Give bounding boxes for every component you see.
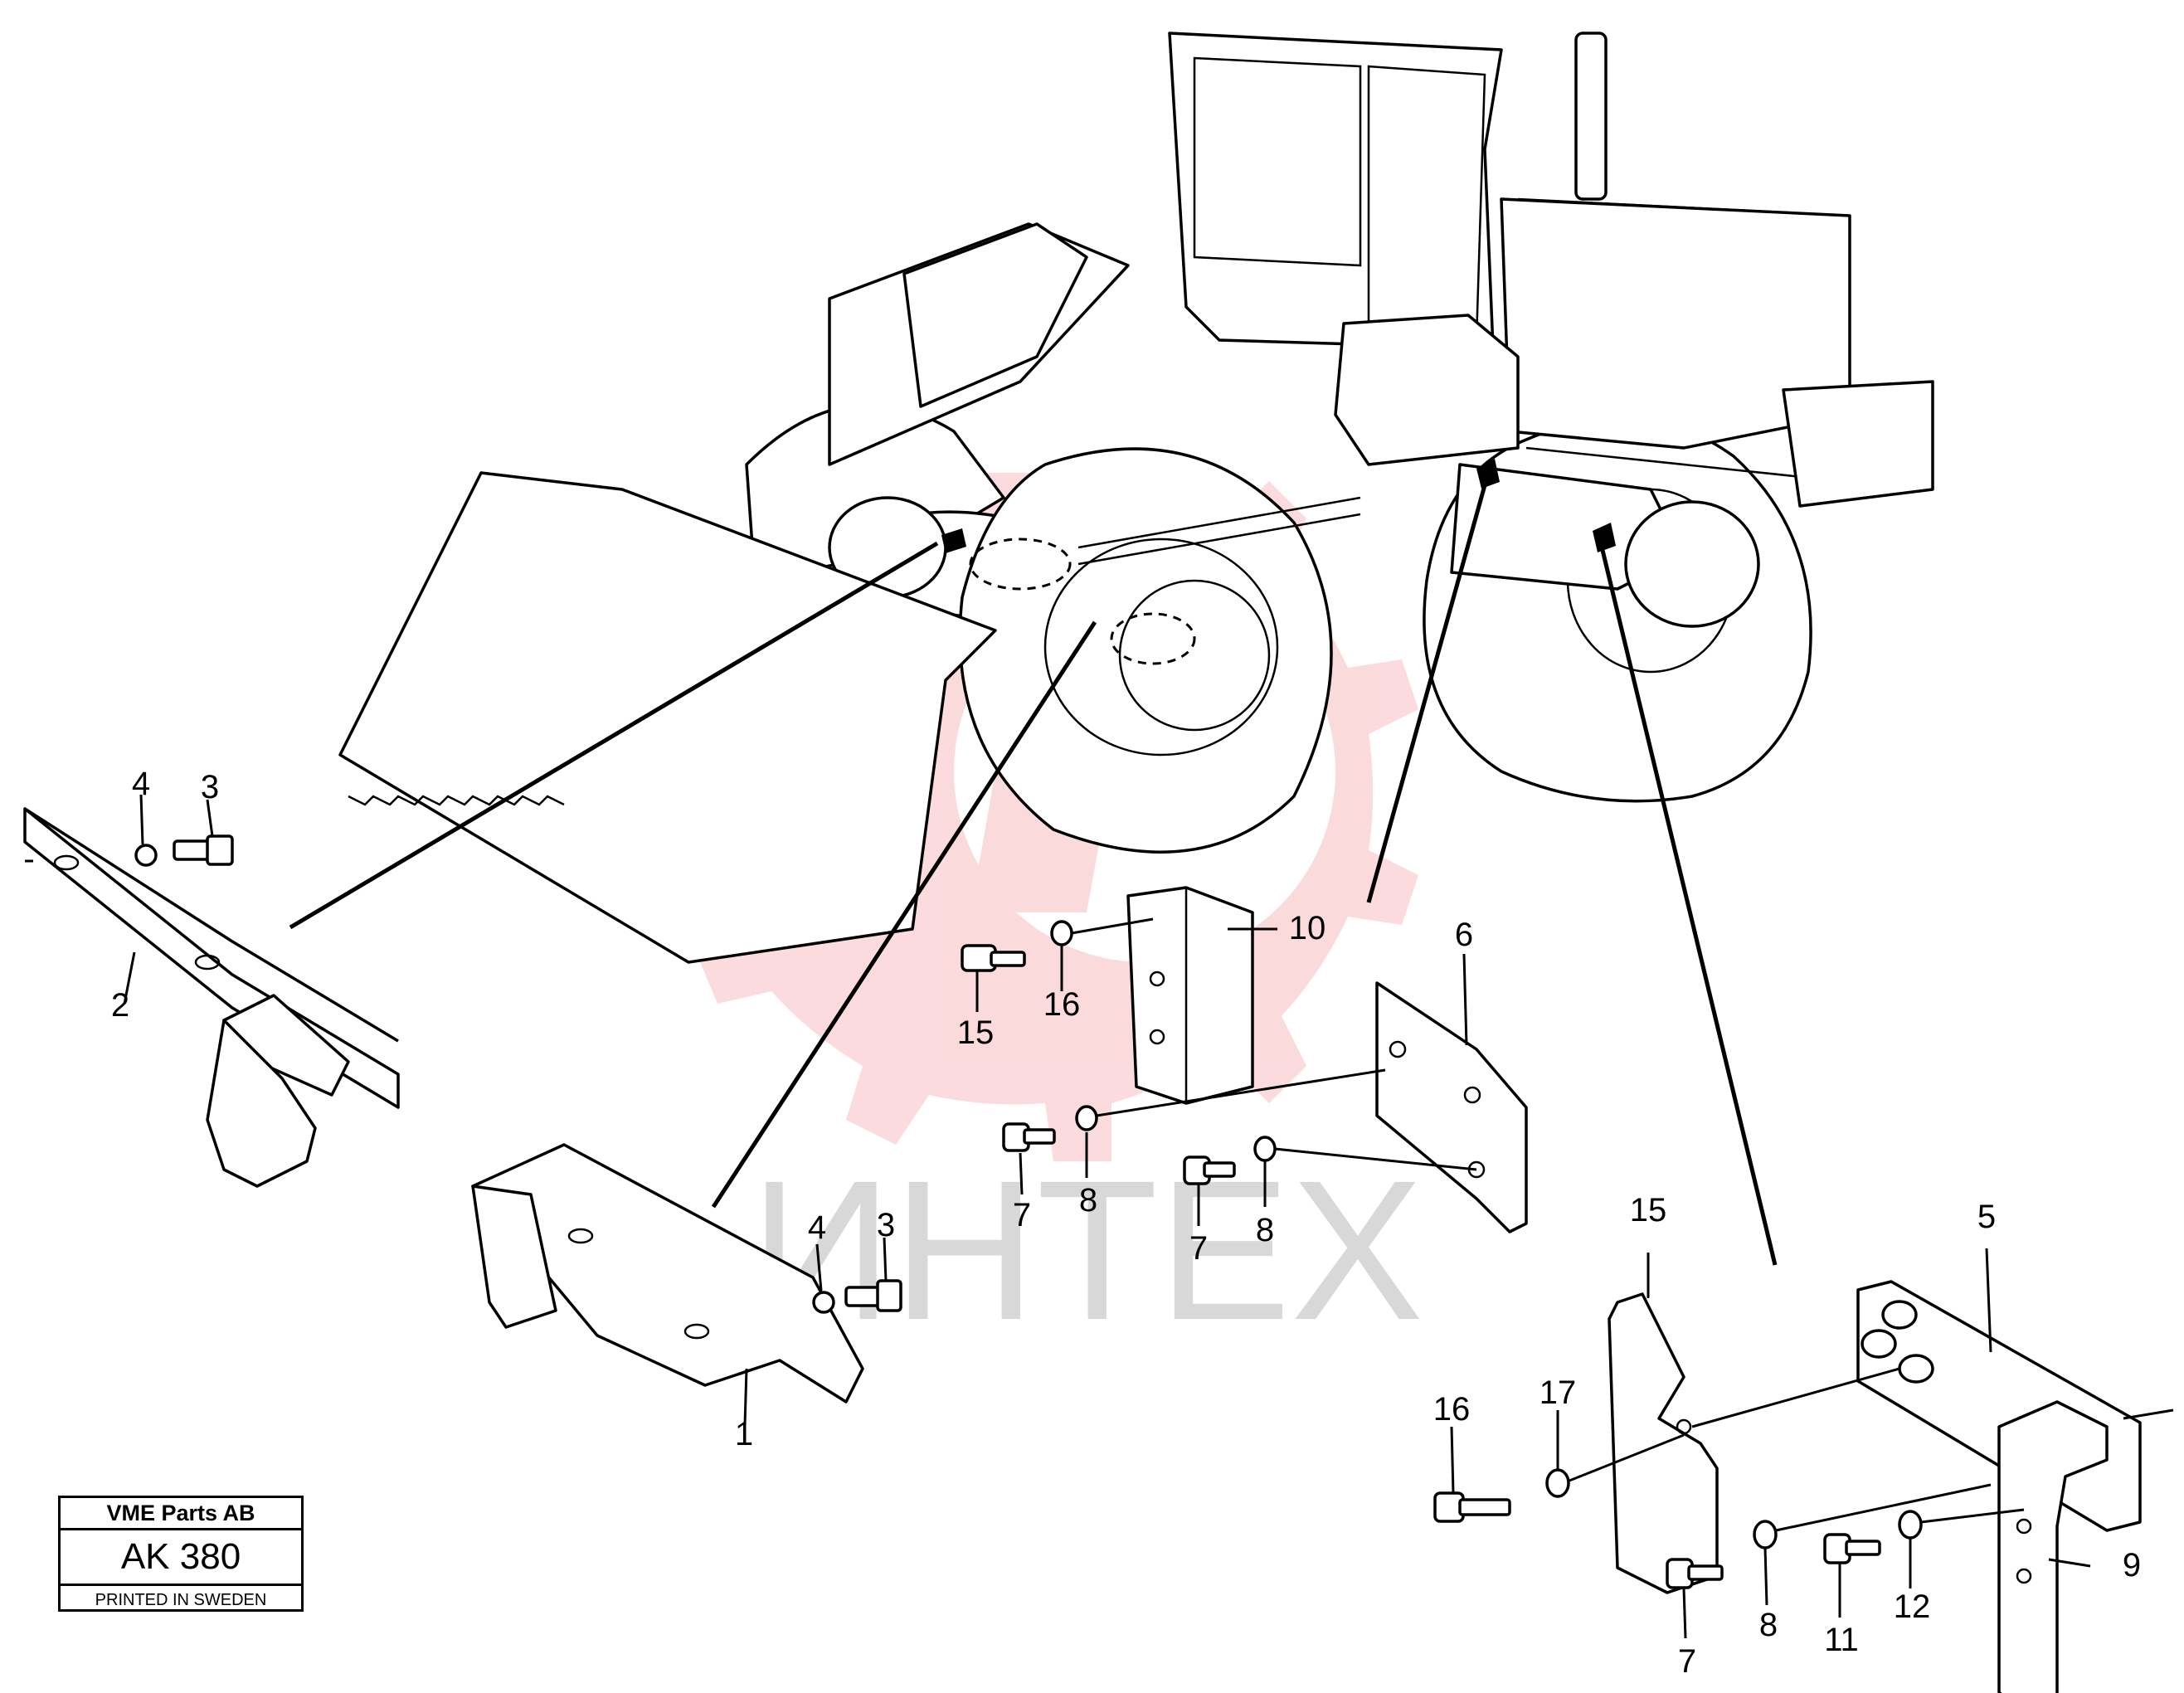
- part-1-bracket: [471, 1143, 864, 1404]
- washer-8-c: [1753, 1483, 1992, 1606]
- bolt-7-c: [1666, 1558, 1724, 1639]
- bolt-11: [1823, 1533, 1881, 1618]
- pointer-lines: [289, 484, 1778, 1266]
- washer-4-lower: [812, 1243, 835, 1314]
- washer-4-upper: [134, 794, 158, 867]
- callout-3-upper: 3: [201, 769, 219, 805]
- callout-9: 9: [2123, 1547, 2141, 1584]
- bolt-7-b: [1183, 1155, 1236, 1226]
- callout-15: 15: [1630, 1192, 1667, 1228]
- washer-12: [1898, 1508, 2025, 1588]
- company-name: VME Parts AB: [61, 1498, 301, 1530]
- callout-7-c: 7: [1678, 1643, 1696, 1680]
- bolt-3-upper: [173, 799, 234, 866]
- callout-4-lower: 4: [808, 1209, 826, 1246]
- washer-14: [1050, 917, 1154, 991]
- callout-2: 2: [111, 987, 129, 1024]
- washer-17: [1545, 1410, 1685, 1498]
- callout-16: 16: [1433, 1391, 1471, 1428]
- part-6-plate: [1375, 953, 1528, 1233]
- printed-note: PRINTED IN SWEDEN: [95, 1591, 267, 1609]
- callout-11: 11: [1824, 1622, 1859, 1658]
- bolt-3-lower: [844, 1237, 902, 1312]
- callout-13: 15: [957, 1014, 995, 1051]
- callout-8-a: 8: [1079, 1182, 1097, 1219]
- callout-3-lower: 3: [877, 1207, 895, 1243]
- part-2-bracket: [23, 807, 400, 1188]
- drawing-code: AK 380: [61, 1530, 301, 1586]
- washer-8-a: [1075, 1068, 1386, 1178]
- callout-labels: 4 3 2 10 6 15 16 7 8 7 8 4 3 1 15 5 16 1…: [111, 766, 2141, 1680]
- callout-7-a: 7: [1013, 1197, 1031, 1233]
- callout-5: 5: [1977, 1199, 1996, 1235]
- part-10-block: [1126, 886, 1277, 1105]
- callout-8-b: 8: [1256, 1212, 1274, 1248]
- callout-4-upper: 4: [132, 766, 150, 802]
- bolt-13: [961, 944, 1026, 1012]
- callout-17: 17: [1540, 1374, 1577, 1411]
- callout-12: 12: [1894, 1588, 1931, 1625]
- title-block: VME Parts AB AK 380 PRINTED IN SWEDEN: [58, 1496, 304, 1612]
- callout-6: 6: [1455, 917, 1473, 953]
- callout-8-c: 8: [1759, 1607, 1778, 1643]
- callout-10: 10: [1289, 910, 1326, 946]
- bolt-7-a: [1002, 1122, 1056, 1195]
- wheel-loader-illustration: [338, 32, 1934, 964]
- part-9-bracket: [1997, 1400, 2109, 1693]
- washer-8-b: [1253, 1136, 1477, 1207]
- callout-1: 1: [735, 1416, 753, 1452]
- callout-7-b: 7: [1189, 1230, 1208, 1267]
- callout-14: 16: [1043, 986, 1081, 1023]
- bolt-16: [1433, 1426, 1511, 1523]
